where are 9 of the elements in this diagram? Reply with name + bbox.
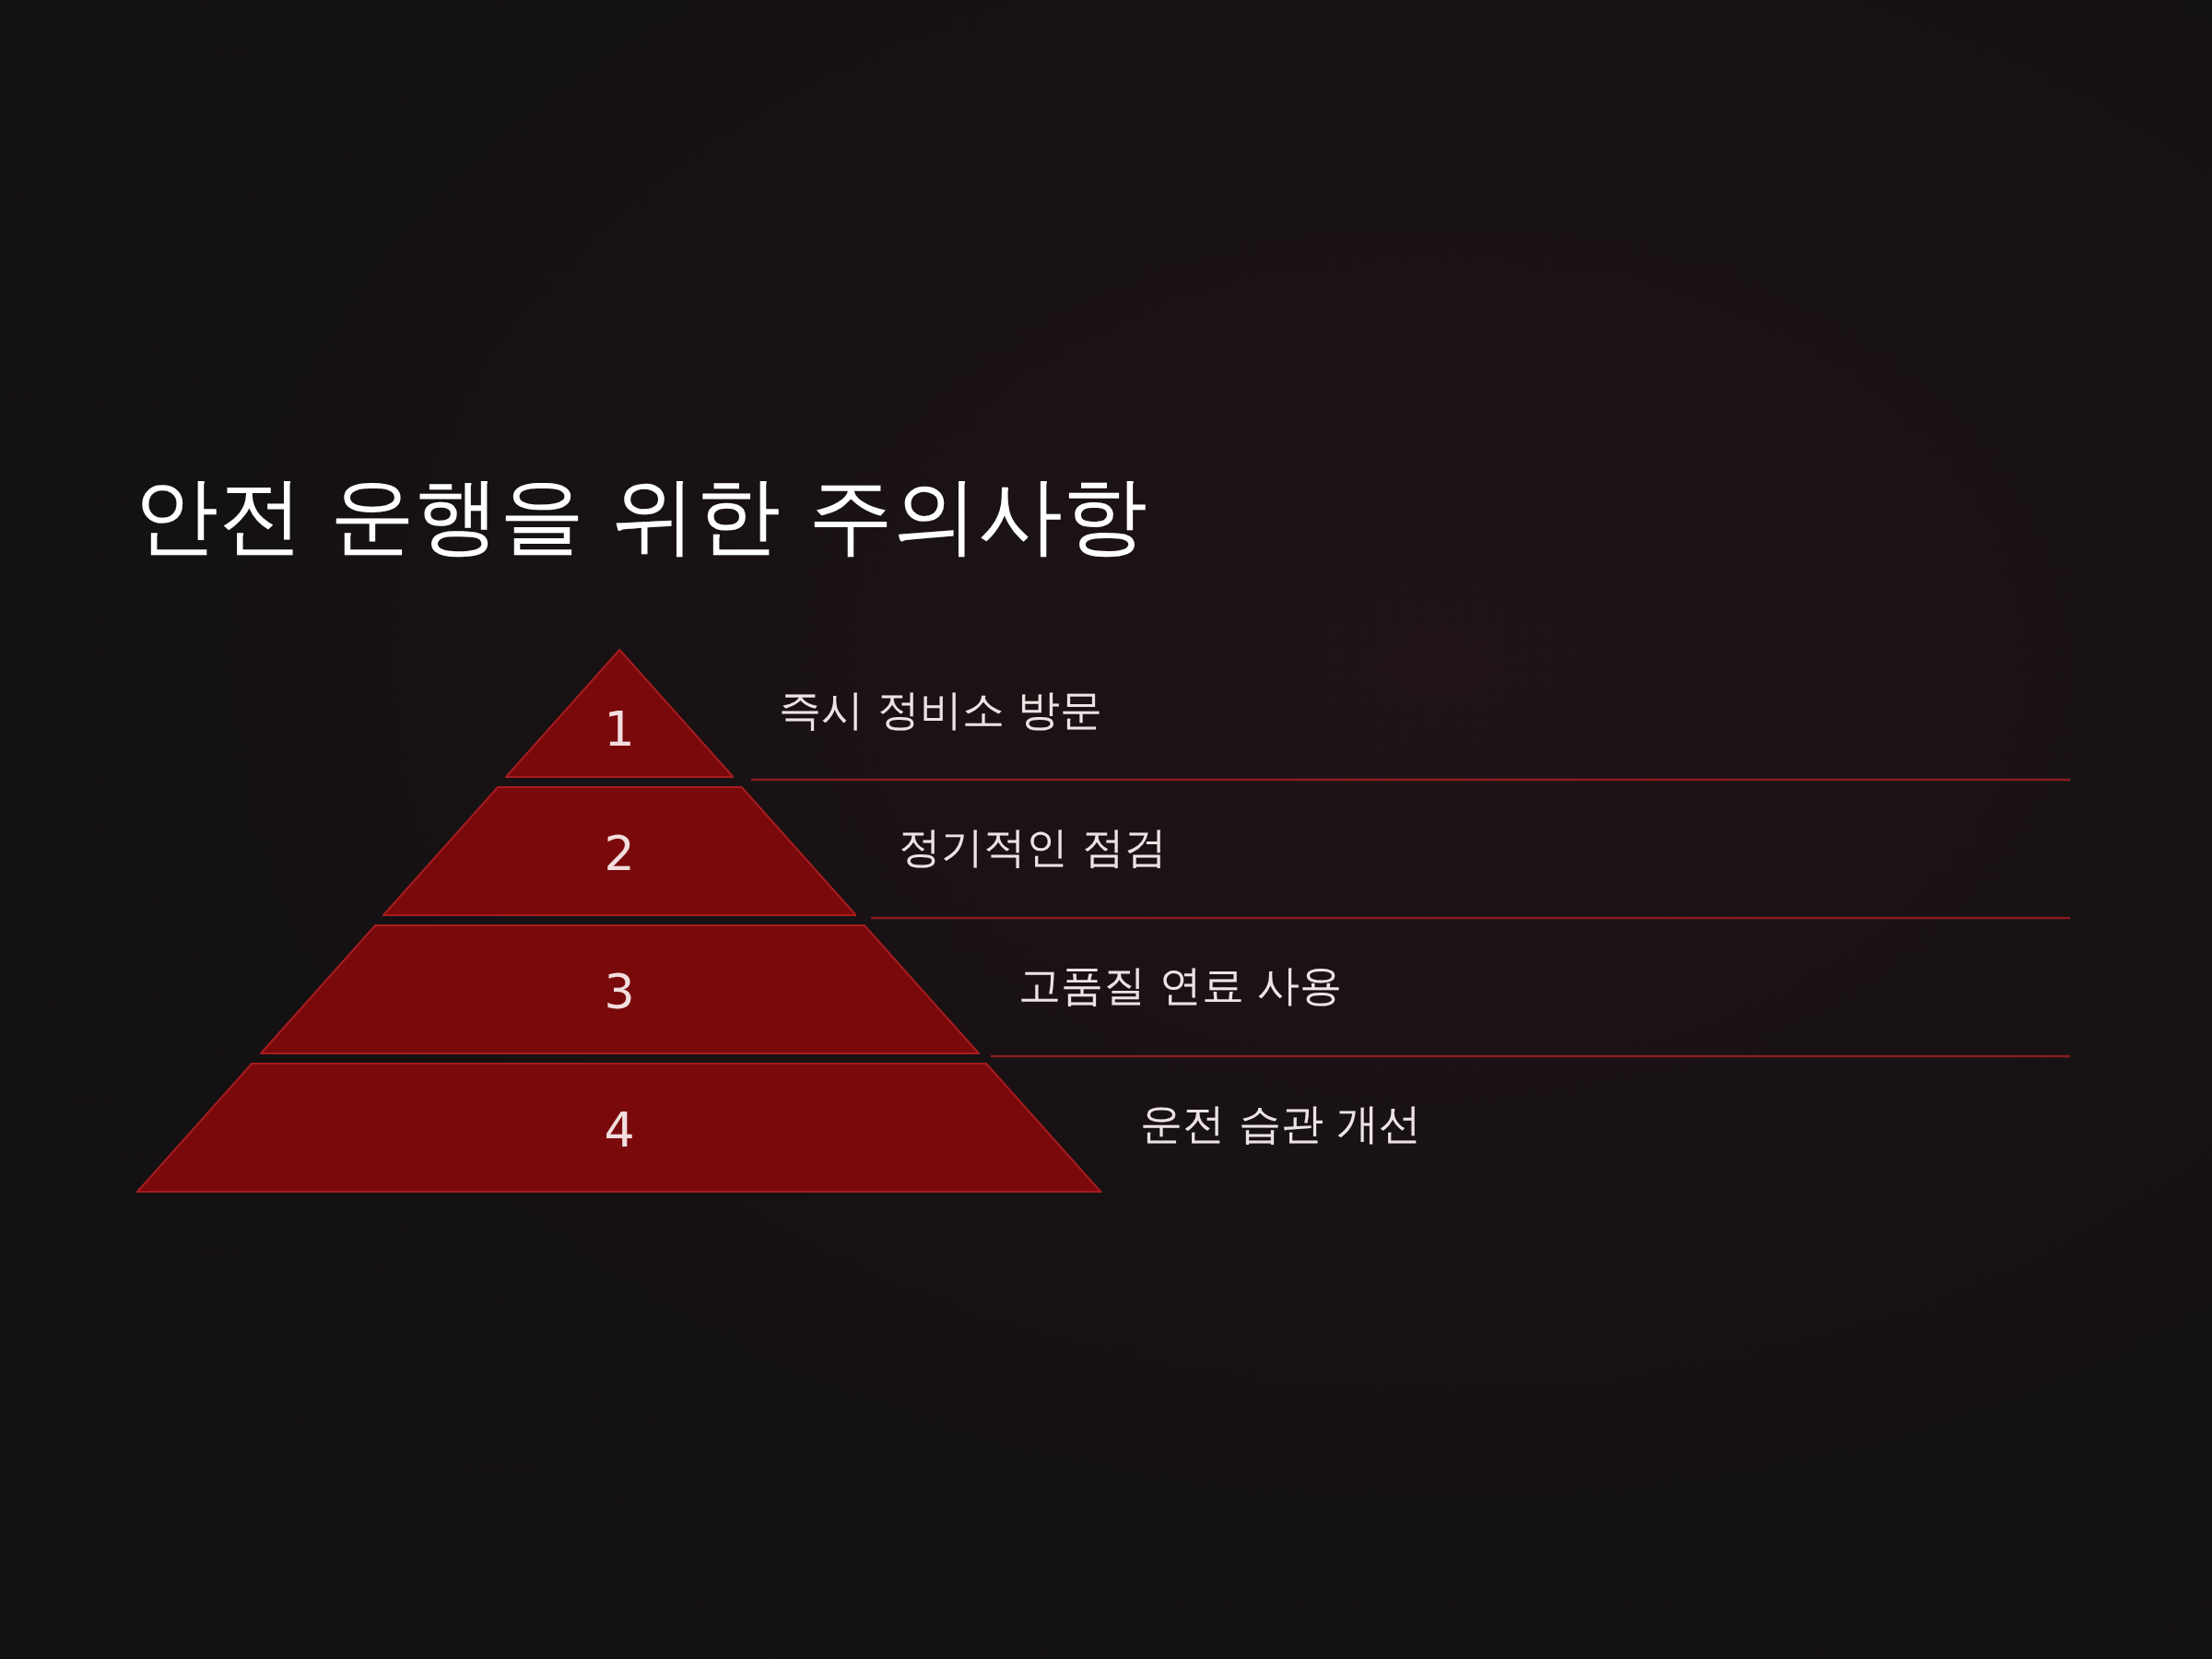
level-number: 4	[604, 1106, 635, 1155]
level-number: 1	[604, 704, 635, 753]
level-description: 고품질 연료 사용	[1018, 964, 1343, 1007]
level-description: 정기적인 점검	[899, 826, 1167, 869]
level-number: 2	[604, 830, 635, 878]
level-description: 운전 습관 개선	[1140, 1102, 1422, 1146]
level-number: 3	[604, 968, 635, 1017]
level-description: 즉시 정비소 방문	[779, 688, 1103, 731]
slide-title: 안전 운행을 위한 주의사항	[134, 465, 1147, 567]
